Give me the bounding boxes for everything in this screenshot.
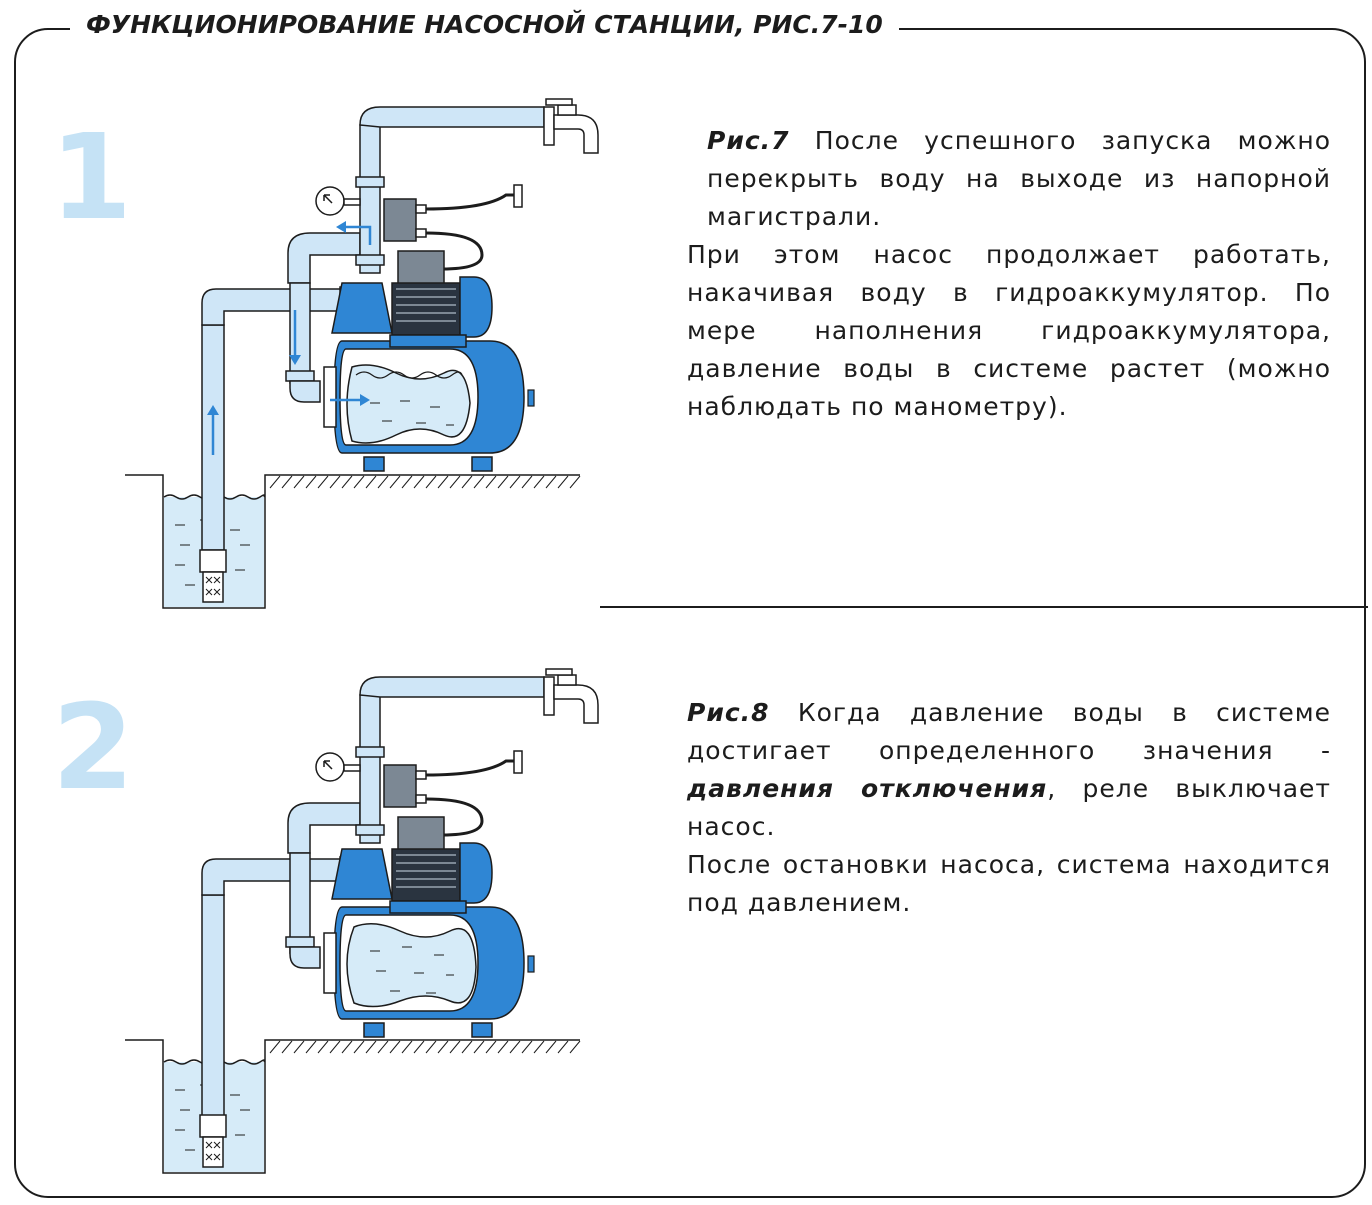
figure-label-7: Рис.7 bbox=[707, 126, 790, 155]
step-1-paragraph-2: При этом насос продолжает работать, нака… bbox=[687, 240, 1331, 421]
flow-arrows bbox=[207, 221, 372, 455]
pressure-tank-icon bbox=[323, 334, 535, 472]
shutoff-pressure-term: давления отключения bbox=[687, 774, 1048, 803]
step-number-1: 1 bbox=[50, 108, 133, 246]
pressure-switch-icon bbox=[383, 750, 523, 837]
step-1-description: Рис.7 После успешного запуска можно пере… bbox=[687, 122, 1331, 426]
pump-station-diagram-fig8 bbox=[125, 668, 599, 1174]
faucet-icon bbox=[543, 668, 599, 724]
figure-label-8: Рис.8 bbox=[687, 698, 770, 727]
pressure-gauge-icon bbox=[315, 752, 361, 782]
step-2-paragraph-1a: Когда давление воды в системе достигает … bbox=[687, 698, 1332, 765]
ground bbox=[125, 474, 581, 609]
pressure-switch-icon bbox=[383, 184, 523, 271]
pump-station-diagram-fig7 bbox=[125, 98, 599, 609]
faucet-icon bbox=[543, 98, 599, 154]
suction-strainer-icon bbox=[199, 549, 227, 603]
step-1-paragraph-1: После успешного запуска можно перекрыть … bbox=[707, 126, 1331, 231]
step-2-paragraph-1b: , реле выключает насос. bbox=[687, 774, 1331, 841]
pipes bbox=[201, 676, 545, 1121]
pressure-tank-icon bbox=[323, 900, 535, 1038]
step-2-description: Рис.8 Когда давление воды в системе дост… bbox=[687, 694, 1331, 922]
step-number-2: 2 bbox=[52, 678, 135, 816]
pressure-gauge-icon bbox=[315, 186, 361, 216]
section-divider bbox=[600, 606, 1368, 608]
step-2-paragraph-2: После остановки насоса, система находитс… bbox=[687, 850, 1331, 917]
pump-icon bbox=[331, 250, 493, 338]
suction-strainer-icon bbox=[199, 1114, 227, 1168]
pipes bbox=[201, 106, 545, 551]
ground bbox=[125, 1039, 581, 1174]
page-title: ФУНКЦИОНИРОВАНИЕ НАСОСНОЙ СТАНЦИИ, РИС.7… bbox=[70, 10, 899, 39]
